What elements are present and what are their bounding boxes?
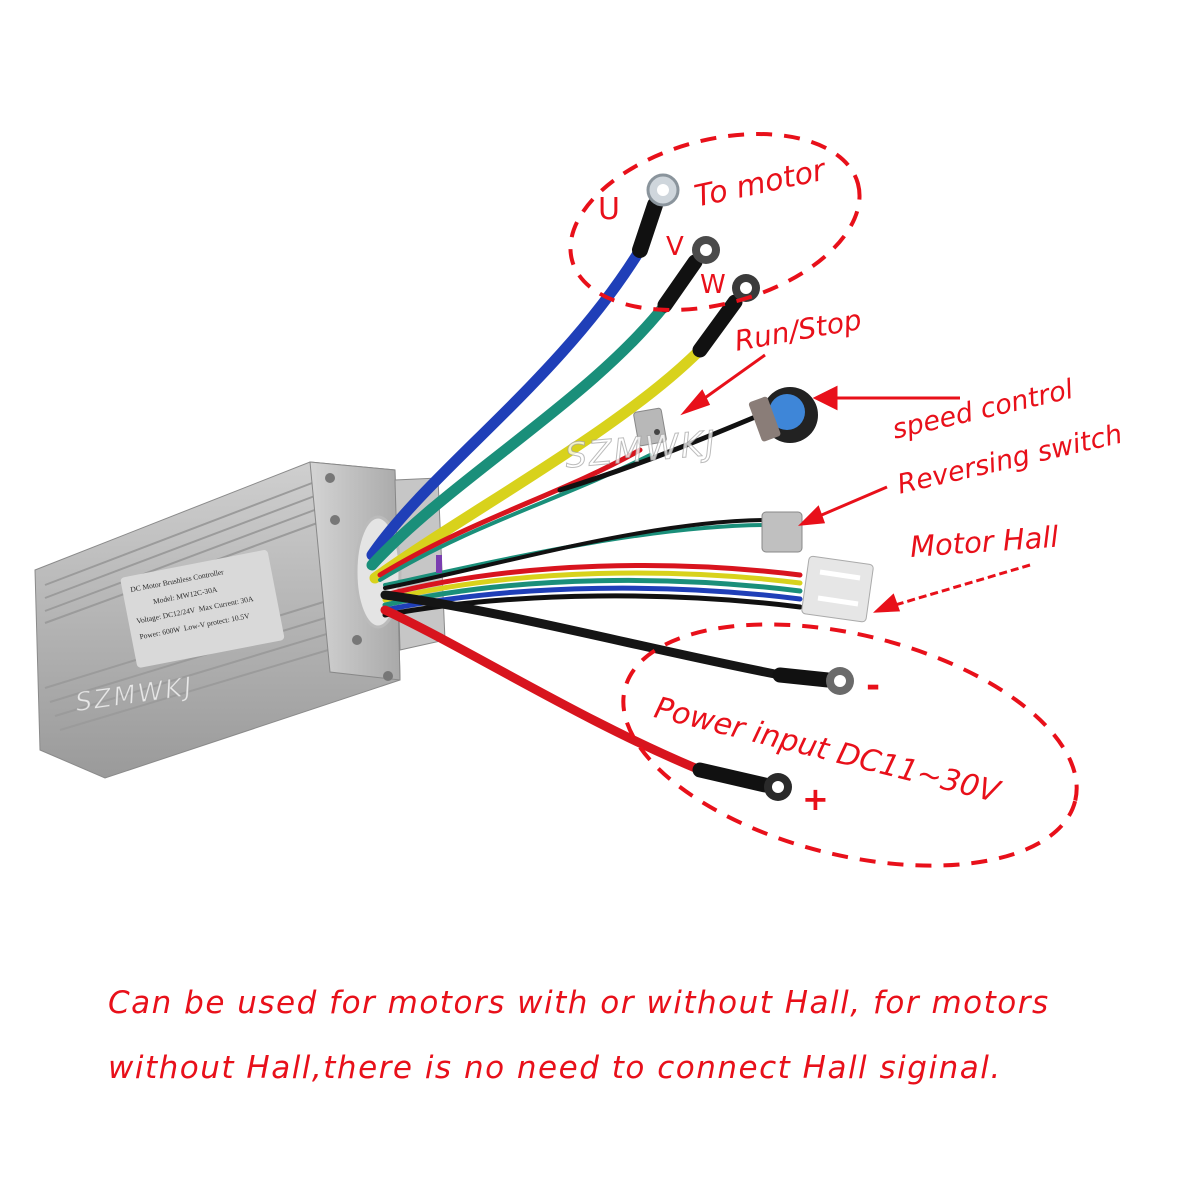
run-stop-connector	[633, 407, 667, 447]
wire-bundle	[366, 197, 836, 793]
label-negative-terminal: -	[866, 666, 881, 706]
annotation-arrows	[680, 353, 1031, 613]
label-phase-v: V	[666, 232, 684, 262]
ring-terminals	[646, 173, 854, 801]
label-phase-w: W	[700, 270, 726, 300]
motor-group-ellipse	[568, 132, 862, 312]
label-positive-terminal: +	[802, 780, 829, 818]
label-phase-u: U	[598, 192, 620, 227]
motor-hall-connector	[801, 555, 874, 623]
speed-control-potentiometer	[748, 387, 818, 443]
reversing-switch-connector	[761, 511, 803, 553]
footnote-line-1: Can be used for motors with or without H…	[108, 985, 1050, 1021]
footnote-line-2: without Hall,there is no need to connect…	[108, 1050, 1002, 1086]
